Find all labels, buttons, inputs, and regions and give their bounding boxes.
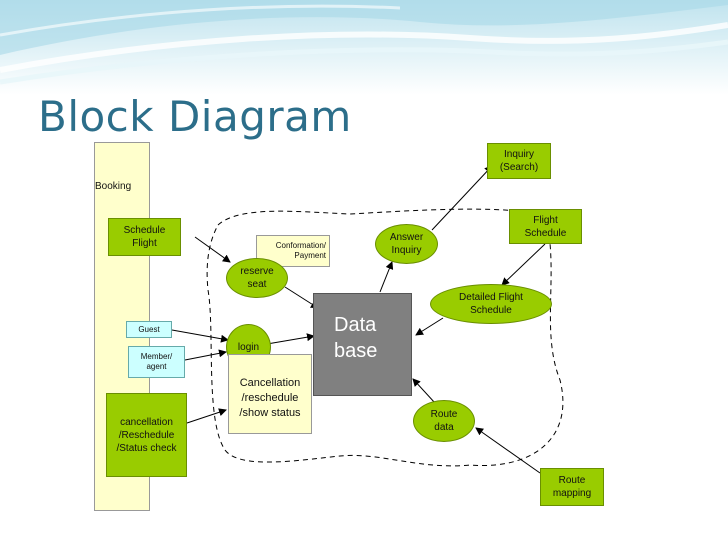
arrow-flight-to-detailed — [501, 243, 546, 286]
cancellation-show-node: Cancellation /reschedule /show status — [228, 354, 312, 434]
detailed-flight-schedule-node: Detailed Flight Schedule — [430, 284, 552, 324]
booking-label: Booking — [95, 180, 132, 192]
arrow-answer-to-inquiry — [431, 165, 493, 231]
arrow-member-to-login — [184, 349, 227, 361]
arrow-db-to-answer — [379, 261, 394, 293]
system-boundary — [206, 208, 564, 467]
database-node: Data base — [313, 293, 412, 396]
page-title: Block Diagram — [38, 92, 352, 141]
flight-schedule-node: Flight Schedule — [509, 209, 582, 244]
answer-inquiry-node: Answer Inquiry — [375, 224, 438, 264]
arrow-reserve-to-db — [284, 286, 319, 309]
route-mapping-node: Route mapping — [540, 468, 604, 506]
arrow-mapping-to-route — [475, 427, 541, 474]
header-banner — [0, 0, 728, 95]
arrow-cancel-to-cancellation — [186, 408, 227, 424]
inquiry-search-node: Inquiry (Search) — [487, 143, 551, 179]
member-agent-node: Member/ agent — [128, 346, 185, 378]
arrow-login-to-db — [266, 333, 315, 345]
route-data-node: Route data — [413, 400, 475, 442]
schedule-flight-node: Schedule Flight — [108, 218, 181, 256]
arrow-detailed-to-db — [415, 317, 444, 336]
guest-node: Guest — [126, 321, 172, 338]
reserve-seat-node: reserve seat — [226, 258, 288, 298]
arrow-schedule-to-reserve — [194, 236, 231, 263]
cancellation-status-node: cancellation /Reschedule /Status check — [106, 393, 187, 477]
arrow-route-to-db — [412, 378, 436, 404]
arrow-guest-to-login — [171, 329, 229, 343]
